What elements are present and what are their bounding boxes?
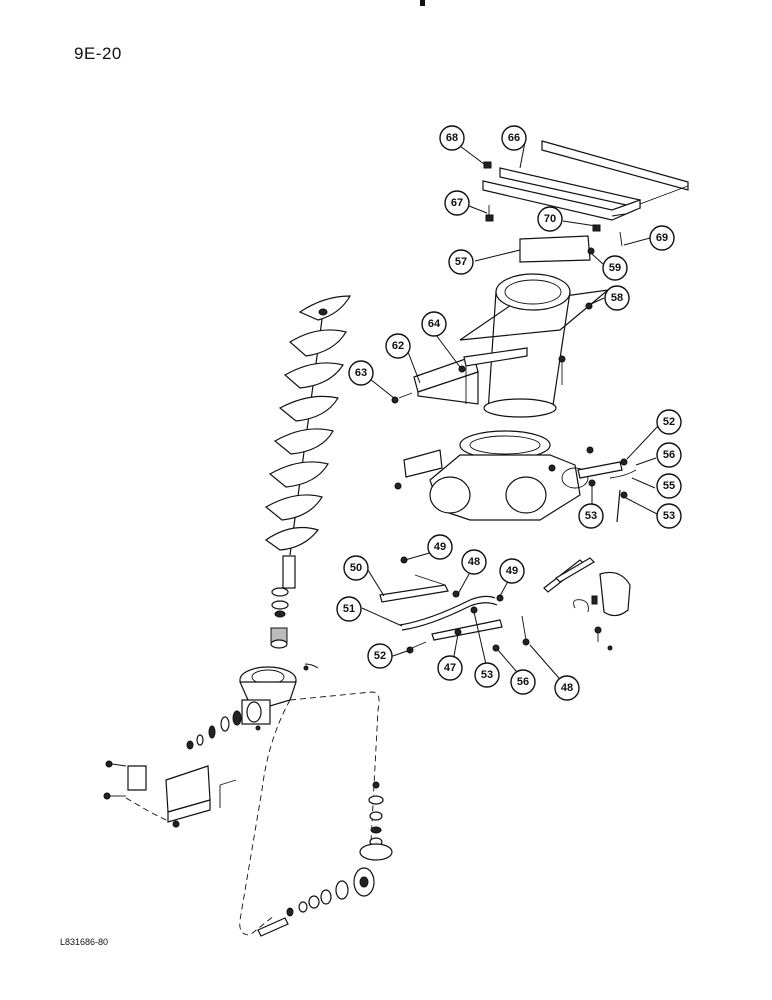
callout-70-label: 70 (544, 213, 556, 225)
callout-53-left-label: 53 (585, 510, 597, 522)
drawing-code: L831686-80 (60, 937, 109, 947)
callout-59-label: 59 (609, 262, 621, 274)
callout-62: 62 (385, 333, 411, 359)
callout-69-label: 69 (656, 232, 668, 244)
callout-67: 67 (444, 190, 470, 216)
callout-50-label: 50 (350, 562, 362, 574)
callout-53-right: 53 (656, 503, 682, 529)
auger-flighting (264, 295, 352, 556)
gearbox (186, 663, 319, 750)
auger-shaft-stack (270, 555, 296, 649)
callout-53-lower: 53 (474, 662, 500, 688)
callout-48-upper: 48 (461, 549, 487, 575)
callout-52-upper: 52 (656, 409, 682, 435)
callout-68-label: 68 (446, 132, 458, 144)
callout-47: 47 (437, 655, 463, 681)
callout-49-right: 49 (499, 558, 525, 584)
callout-52-lower: 52 (367, 643, 393, 669)
callout-57-label: 57 (455, 256, 467, 268)
callout-49-left-label: 49 (434, 541, 446, 553)
callout-56-lower-label: 56 (517, 676, 529, 688)
callout-50: 50 (343, 555, 369, 581)
callout-48-upper-label: 48 (468, 556, 480, 568)
callout-48-lower: 48 (554, 675, 580, 701)
top-rail-assembly (482, 140, 689, 247)
callout-64: 64 (421, 311, 447, 337)
callout-53-right-label: 53 (663, 510, 675, 522)
callout-47-label: 47 (444, 662, 456, 674)
upper-tube (459, 273, 610, 418)
callout-62-label: 62 (392, 340, 404, 352)
callout-66: 66 (501, 125, 527, 151)
callout-63-label: 63 (355, 367, 367, 379)
callout-67-label: 67 (451, 197, 463, 209)
callout-51: 51 (336, 596, 362, 622)
callout-49-left: 49 (427, 534, 453, 560)
lower-pulley-stack (257, 781, 393, 937)
callout-53-left: 53 (578, 503, 604, 529)
callout-55: 55 (656, 473, 682, 499)
callout-57: 57 (448, 249, 474, 275)
callout-56-upper-label: 56 (663, 449, 675, 461)
mount-bracket (103, 760, 237, 828)
callout-69: 69 (649, 225, 675, 251)
bracket-plate (519, 235, 595, 263)
callout-52-lower-label: 52 (374, 650, 386, 662)
callout-52-upper-label: 52 (663, 416, 675, 428)
callout-53-lower-label: 53 (481, 669, 493, 681)
side-brackets (391, 347, 566, 405)
callout-59: 59 (602, 255, 628, 281)
callout-51-label: 51 (343, 603, 355, 615)
deflector-parts (543, 557, 631, 651)
callout-63: 63 (348, 360, 374, 386)
page-top-mark (420, 0, 425, 6)
drive-belt-path (239, 691, 380, 936)
callout-64-label: 64 (428, 318, 441, 330)
callout-48-lower-label: 48 (561, 682, 573, 694)
callout-56-upper: 56 (656, 442, 682, 468)
lower-housing (394, 430, 637, 523)
callout-56-lower: 56 (510, 669, 536, 695)
callout-70: 70 (537, 206, 563, 232)
page-number: 9E-20 (74, 44, 122, 63)
callout-66-label: 66 (508, 132, 520, 144)
callout-68: 68 (439, 125, 465, 151)
callout-55-label: 55 (663, 480, 675, 492)
callout-49-right-label: 49 (506, 565, 518, 577)
callout-58: 58 (604, 285, 630, 311)
callout-58-label: 58 (611, 292, 623, 304)
